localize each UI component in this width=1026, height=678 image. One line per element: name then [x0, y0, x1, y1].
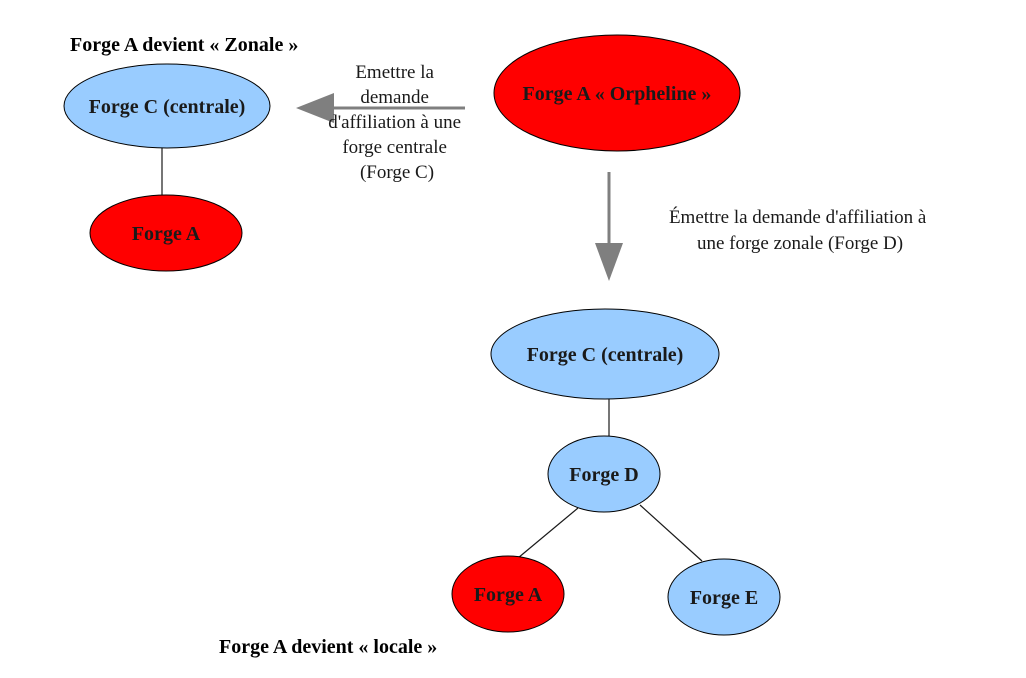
arrow-to-zonal-label: Émettre la demande d'affiliation à une f… [669, 206, 931, 254]
node-forge-e-label: Forge E [690, 587, 758, 609]
node-forge-d [547, 435, 661, 513]
node-right-central [490, 308, 720, 400]
node-orphan-label: Forge A « Orpheline » [523, 83, 712, 105]
arrow-to-central [296, 93, 465, 123]
node-orphan [493, 34, 741, 152]
caption-zonal: Forge A devient « Zonale » [70, 34, 298, 56]
caption-local: Forge A devient « locale » [219, 636, 437, 658]
connector-forge-d-forge-e [639, 504, 703, 562]
node-right-forge-a-label: Forge A [474, 584, 543, 606]
node-left-central-label: Forge C (centrale) [89, 96, 246, 118]
arrow-to-zonal [595, 172, 623, 281]
node-right-forge-a [451, 555, 565, 633]
node-left-forge-a [89, 194, 243, 272]
node-forge-e [667, 558, 781, 636]
node-forge-d-label: Forge D [569, 464, 638, 486]
node-right-central-label: Forge C (centrale) [527, 344, 684, 366]
arrow-to-central-label: Emettre la demande d'affiliation à une f… [328, 62, 466, 183]
node-left-forge-a-label: Forge A [132, 223, 201, 245]
node-left-central [63, 63, 271, 149]
connector-forge-d-forge-a [517, 507, 579, 559]
